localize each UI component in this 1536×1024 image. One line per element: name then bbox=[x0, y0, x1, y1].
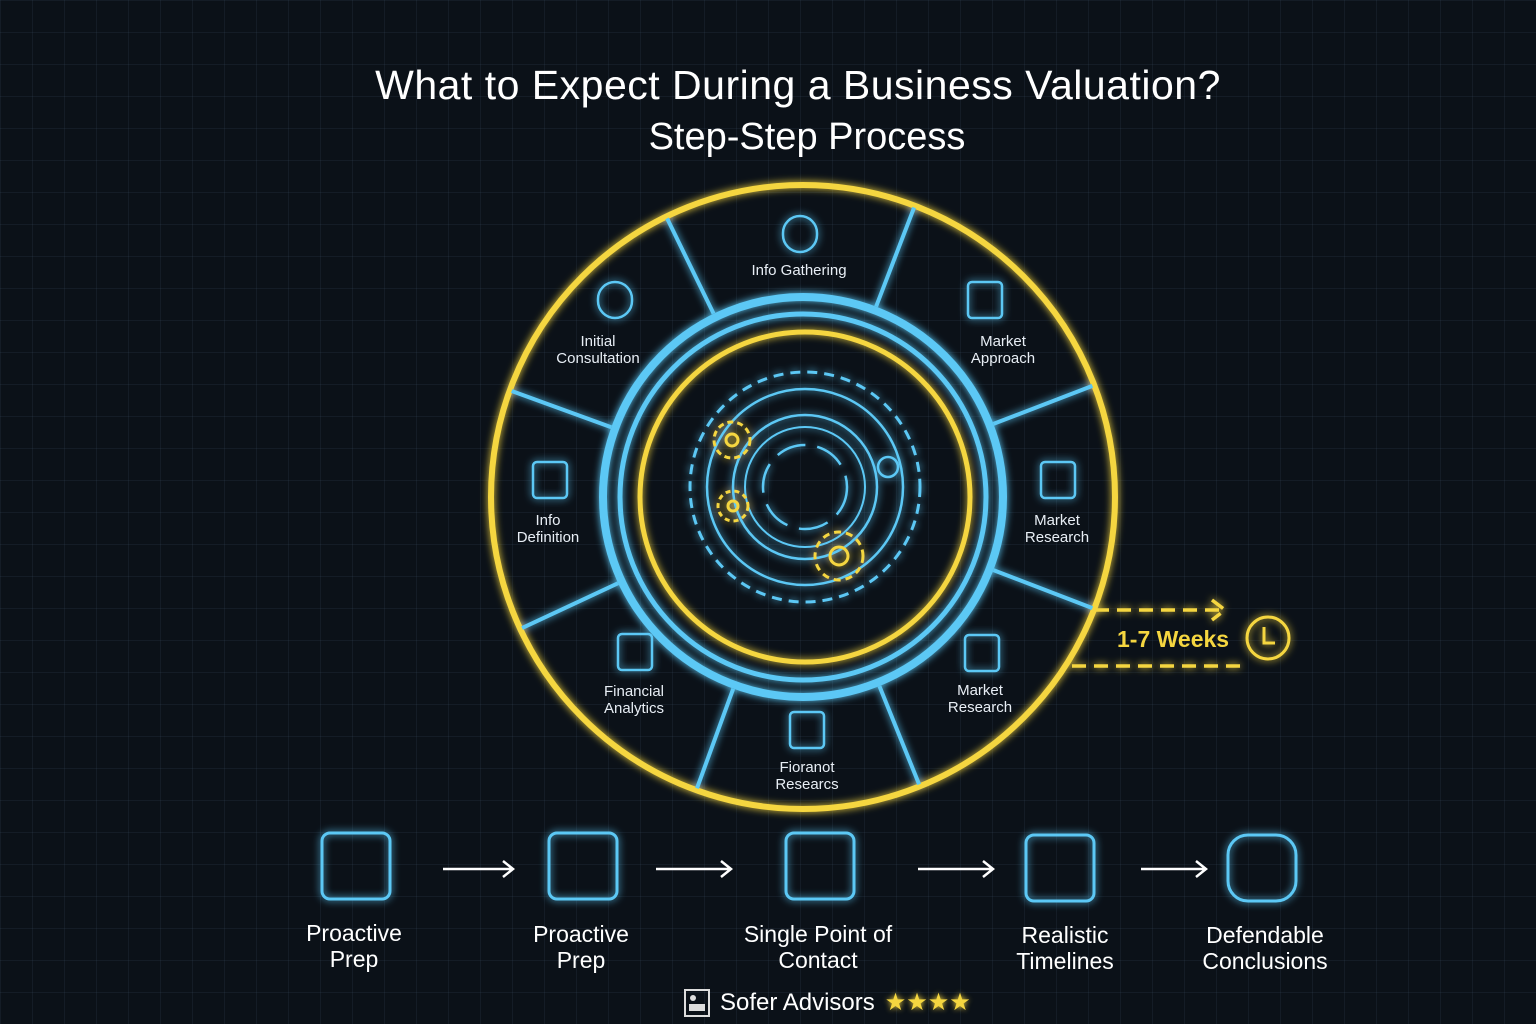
brand-name: Sofer Advisors bbox=[720, 988, 875, 1016]
segment-divider bbox=[511, 389, 612, 430]
segment-divider bbox=[874, 206, 916, 308]
clock-icon bbox=[1245, 615, 1291, 661]
arrow-top bbox=[1095, 598, 1228, 622]
segment-label: Info Gathering bbox=[751, 262, 847, 279]
spreadsheet-icon bbox=[1039, 460, 1077, 500]
segment-label: Info Definition bbox=[516, 512, 580, 546]
segment-label: Market Research bbox=[1024, 512, 1090, 546]
step-label: Realistic Timelines bbox=[1016, 922, 1114, 974]
segment-divider bbox=[877, 685, 921, 786]
segment-divider bbox=[695, 688, 736, 789]
report-icon bbox=[963, 633, 1001, 673]
page-title: What to Expect During a Business Valuati… bbox=[375, 62, 1221, 108]
document-gear-icon bbox=[531, 460, 569, 500]
dashed-ring bbox=[688, 370, 922, 604]
page-subtitle: Step-Step Process bbox=[648, 116, 966, 158]
duration-label: 1-7 Weeks bbox=[1117, 626, 1230, 652]
segment-label: Market Research bbox=[947, 682, 1013, 716]
advisor-logo-icon bbox=[684, 988, 710, 1017]
shield-icon bbox=[1226, 833, 1298, 903]
segment-label: Fioranot Researcs bbox=[775, 759, 839, 793]
footer: Sofer Advisors ★★★★ bbox=[684, 988, 971, 1017]
gear-icon bbox=[781, 214, 819, 254]
envelope-shield-icon bbox=[788, 710, 826, 750]
blue-ring-outer bbox=[599, 293, 1007, 701]
step-arrow bbox=[1141, 860, 1209, 878]
segment-divider bbox=[992, 568, 1094, 610]
segment-divider bbox=[992, 384, 1094, 426]
analyst-icon bbox=[616, 632, 654, 672]
step-label: Proactive Prep bbox=[533, 921, 629, 973]
blue-ring-inner bbox=[617, 311, 989, 683]
chat-bubbles-icon bbox=[547, 831, 619, 901]
segment-label: Initial Consultation bbox=[556, 333, 640, 367]
rating-stars: ★★★★ bbox=[884, 989, 971, 1016]
step-label: Single Point of Contact bbox=[743, 921, 893, 973]
step-label: Proactive Prep bbox=[306, 920, 402, 972]
segment-divider bbox=[521, 581, 619, 630]
step-label: Defendable Conclusions bbox=[1202, 922, 1328, 974]
segment-label: Market Approach bbox=[970, 333, 1036, 367]
segment-divider bbox=[665, 217, 716, 315]
step-arrow bbox=[656, 860, 734, 878]
document-stack-check-icon bbox=[320, 831, 392, 901]
segment-label: Financial Analytics bbox=[603, 683, 665, 717]
calendar-icon bbox=[1024, 833, 1096, 903]
step-arrow bbox=[918, 860, 996, 878]
gear-check-icon bbox=[596, 280, 634, 320]
step-arrow bbox=[443, 860, 516, 878]
handshake-icon bbox=[784, 831, 856, 901]
inner-yellow-ring bbox=[637, 329, 973, 665]
gear-icon bbox=[712, 420, 865, 582]
person-icon bbox=[966, 280, 1004, 320]
outer-yellow-ring bbox=[488, 182, 1118, 812]
